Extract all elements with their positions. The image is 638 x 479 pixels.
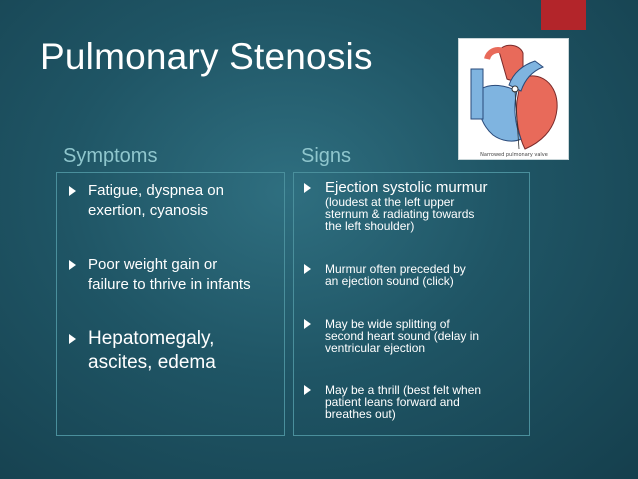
bullet-arrow-icon [304, 183, 311, 193]
heart-caption: Narrowed pulmonary valve [480, 152, 548, 158]
list-item: Poor weight gain or failure to thrive in… [69, 255, 251, 295]
list-item: Hepatomegaly, ascites, edema [69, 327, 216, 375]
bullet-arrow-icon [304, 264, 311, 274]
list-item: May be a thrill (best felt when patient … [304, 384, 481, 420]
valve-pointer-line [514, 90, 520, 150]
bullet-arrow-icon [69, 334, 76, 344]
signs-heading: Signs [301, 145, 352, 167]
bullet-text: Fatigue, dyspnea on exertion, cyanosis [88, 182, 224, 219]
signs-panel: Ejection systolic murmur (loudest at the… [293, 172, 530, 436]
symptoms-heading: Symptoms [63, 145, 158, 167]
bullet-arrow-icon [304, 319, 311, 329]
bullet-arrow-icon [69, 186, 76, 196]
heart-diagram-svg: Narrowed pulmonary valve [470, 44, 558, 158]
bullet-text: Ejection systolic murmur (loudest at the… [325, 179, 488, 233]
symptoms-panel: Fatigue, dyspnea on exertion, cyanosis P… [56, 172, 285, 436]
right-ventricle-shape [477, 84, 522, 142]
bullet-text: Poor weight gain or failure to thrive in… [88, 256, 251, 293]
bullet-arrow-icon [69, 260, 76, 270]
pulmonary-artery-shape [508, 60, 545, 92]
aortic-arch-shape [484, 47, 508, 61]
bullet-text: Murmur often preceded by an ejection sou… [325, 262, 466, 288]
list-item: May be wide splitting of second heart so… [304, 318, 479, 354]
accent-bar [541, 0, 586, 30]
bullet-text: Hepatomegaly, ascites, edema [88, 328, 216, 373]
list-item: Murmur often preceded by an ejection sou… [304, 263, 466, 287]
slide-title: Pulmonary Stenosis [40, 36, 373, 77]
bullet-arrow-icon [304, 385, 311, 395]
vena-cava-shape [470, 68, 484, 120]
heart-diagram-image: Narrowed pulmonary valve [458, 38, 569, 160]
list-item: Fatigue, dyspnea on exertion, cyanosis [69, 181, 224, 221]
bullet-text: May be wide splitting of second heart so… [325, 317, 480, 355]
list-item: Ejection systolic murmur (loudest at the… [304, 180, 488, 232]
bullet-text: May be a thrill (best felt when patient … [325, 383, 482, 421]
